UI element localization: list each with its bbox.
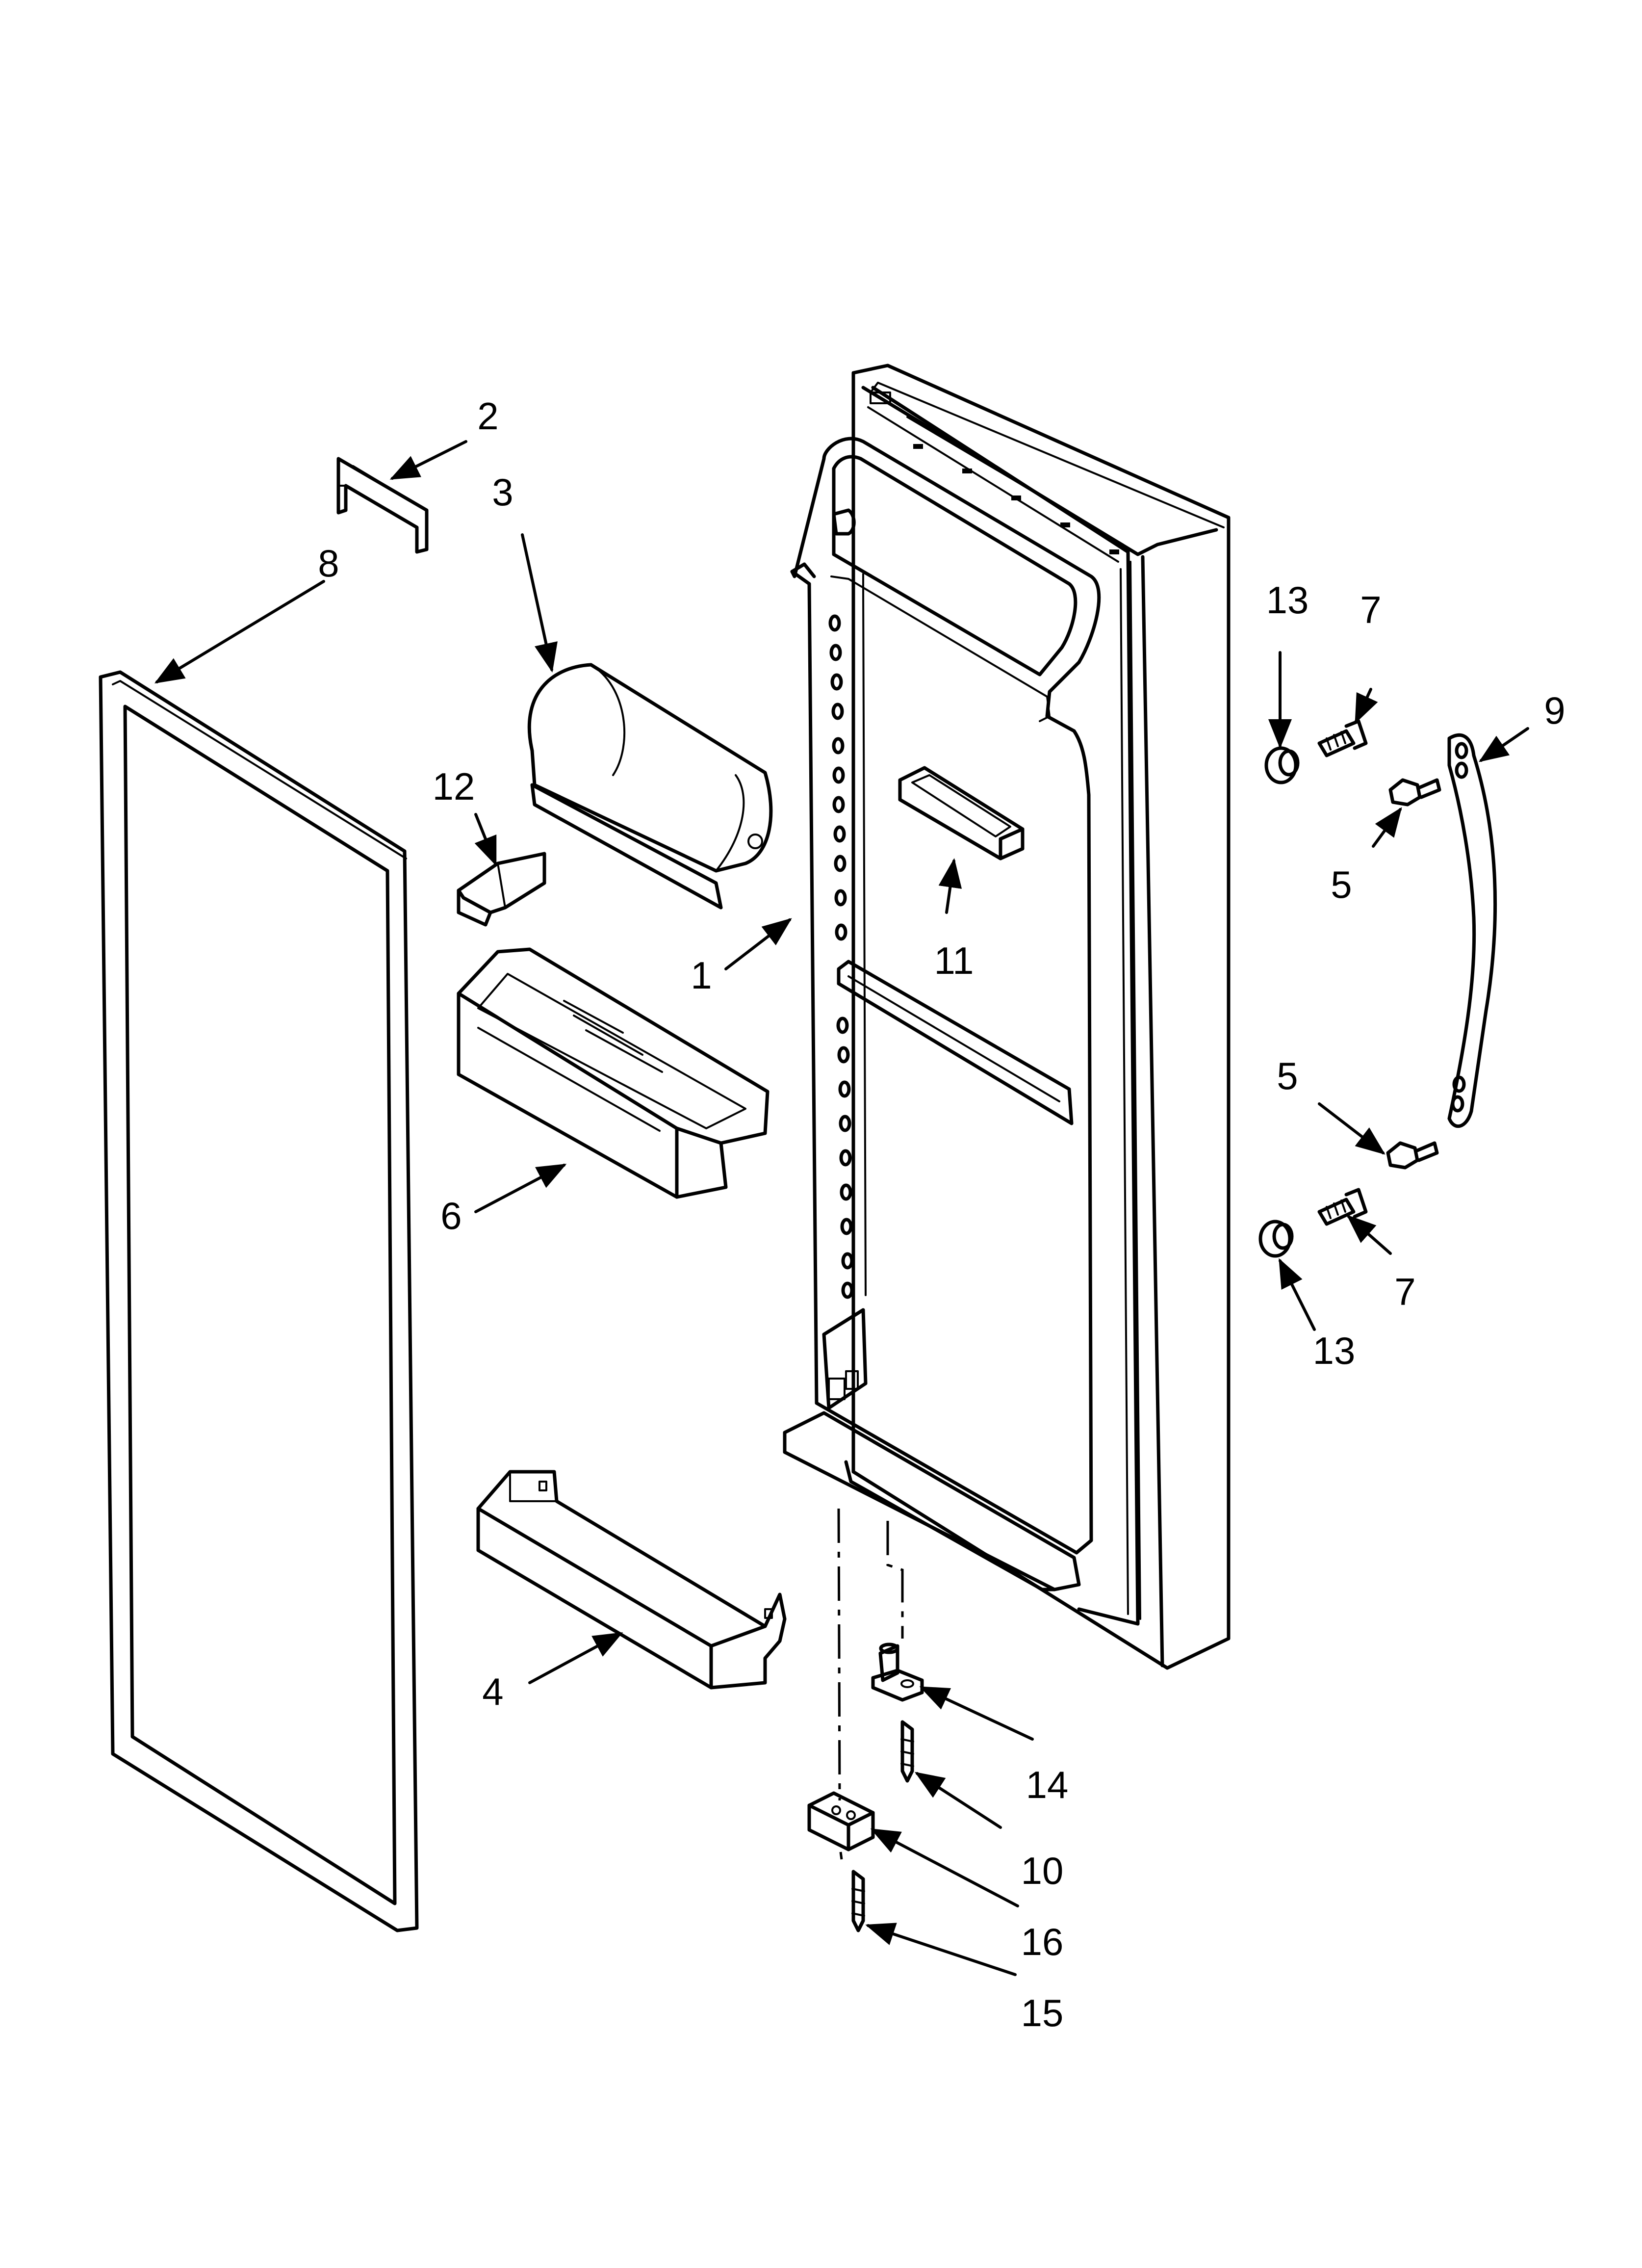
- assembly-center-lines: [837, 1508, 904, 1860]
- callout-14: 14: [1026, 1763, 1069, 1806]
- hinge-screw-part: [900, 1720, 914, 1783]
- spacer-part-upper: [1264, 746, 1300, 784]
- screw-part-upper: [1317, 719, 1368, 757]
- callout-8: 8: [318, 542, 339, 585]
- door-gasket-part: [99, 670, 419, 1932]
- callout-3: 3: [492, 470, 513, 514]
- callout-10: 10: [1021, 1849, 1064, 1892]
- callout-13-upper: 13: [1266, 578, 1309, 622]
- screw-part-lower: [1317, 1188, 1368, 1226]
- callout-2: 2: [477, 394, 498, 438]
- callout-16: 16: [1021, 1920, 1064, 1963]
- callout-9: 9: [1544, 689, 1565, 732]
- bracket-screw-part: [851, 1870, 865, 1932]
- door-handle-part: [1447, 733, 1497, 1128]
- callout-5-upper: 5: [1331, 863, 1352, 906]
- clip-part: [457, 852, 546, 927]
- door-bin-part: [457, 947, 770, 1199]
- callout-11: 11: [934, 939, 974, 982]
- spacer-part-lower: [1258, 1220, 1294, 1258]
- door-adjustment-holes: [828, 614, 854, 1299]
- door-assembly-part: [783, 364, 1231, 1670]
- callout-13-lower: 13: [1313, 1329, 1356, 1372]
- handle-screw-part-lower: [1386, 1141, 1439, 1170]
- cap-clip-part: [336, 457, 429, 554]
- callout-7-upper: 7: [1360, 588, 1381, 631]
- handle-screw-part-upper: [1388, 778, 1441, 807]
- callout-12: 12: [433, 765, 475, 808]
- leader-lines: [154, 440, 1529, 1976]
- lower-bin-part: [476, 1470, 787, 1690]
- hinge-pin-part: [871, 1642, 924, 1702]
- callout-5-lower: 5: [1277, 1054, 1298, 1097]
- hinge-bracket-part: [807, 1791, 875, 1851]
- callout-1: 1: [691, 954, 712, 997]
- callout-4: 4: [482, 1670, 503, 1713]
- callout-15: 15: [1021, 1991, 1064, 2034]
- dairy-cover-part: [527, 663, 773, 910]
- tray-part: [898, 766, 1025, 860]
- callout-6: 6: [440, 1194, 462, 1237]
- callout-7-lower: 7: [1394, 1270, 1415, 1313]
- callout-labels: 1 2 3 4 5 5 6 7 7 8 9 10 11 12 13 13 14 …: [318, 394, 1565, 2034]
